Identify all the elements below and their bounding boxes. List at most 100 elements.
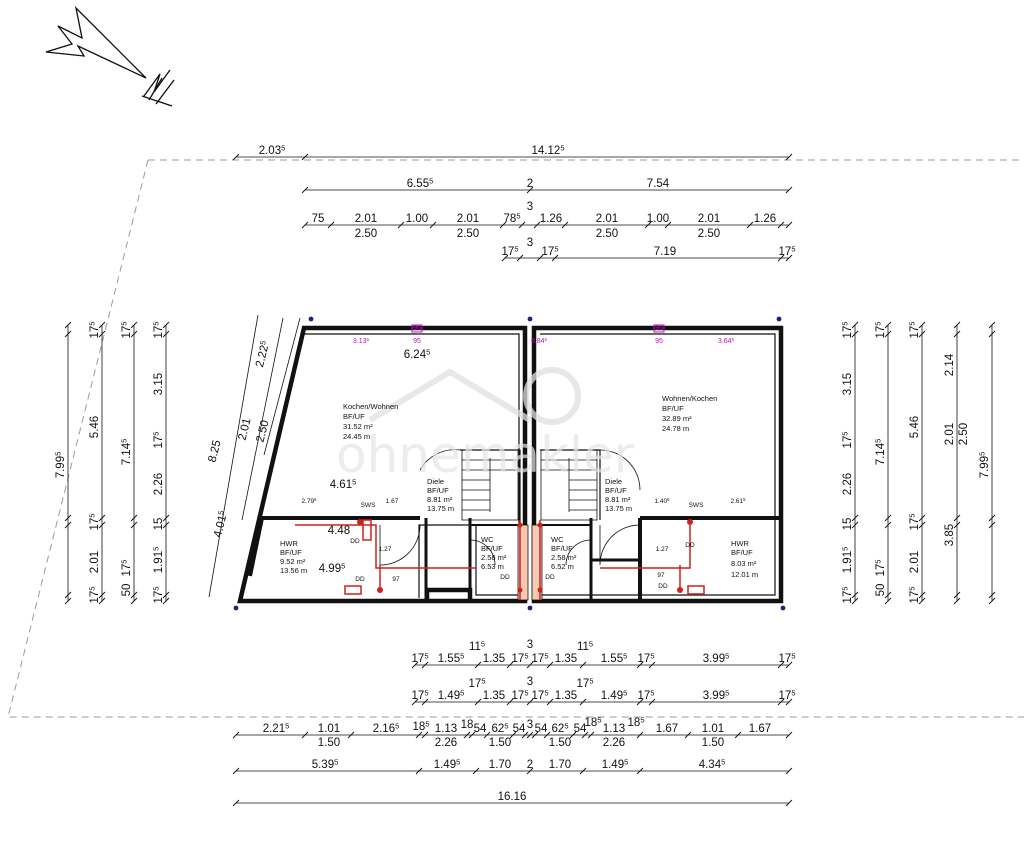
dimension-tick (98, 514, 106, 522)
dimension-tick (636, 731, 644, 739)
dimension-label: 175 (577, 677, 594, 690)
dimension-tick (777, 698, 785, 706)
dimension-tick (526, 767, 534, 775)
dimension-label: 14.125 (532, 144, 565, 157)
dimension-label: 1.495 (602, 758, 629, 771)
dimension-label: 175 (638, 689, 655, 702)
dimension-tick (988, 591, 996, 599)
room-perimeter: 24.78 m (662, 424, 689, 433)
dimension-tick (777, 254, 785, 262)
dimension-label: 185 (585, 716, 602, 729)
dimension-tick (130, 514, 138, 522)
dimension-label: 2.01 (355, 213, 377, 225)
dimension-tick (474, 698, 482, 706)
dimension-tick (953, 321, 961, 329)
door-swings (379, 449, 641, 566)
dimension-tick (785, 698, 793, 706)
dimension-tick (506, 661, 514, 669)
dimension-tick (546, 698, 554, 706)
dimension-label: 2.01 (944, 423, 956, 445)
dimension-label: 175 (412, 652, 429, 665)
dimension-label: 5.46 (89, 416, 101, 438)
dimension-label: 175 (874, 322, 887, 339)
room-name: Diele (605, 477, 622, 486)
dimension-tick (636, 698, 644, 706)
dimension-tick (64, 330, 72, 338)
dimension-label: 185 (413, 720, 430, 733)
dimension-label: 1.26 (540, 213, 562, 225)
room-right-wc: WC BF/UF 2.58 m² 6.52 m (551, 535, 577, 571)
dimension-tick (421, 698, 429, 706)
dimension-tick (785, 221, 793, 229)
dimension-tick (851, 521, 859, 529)
room-bf: BF/UF (731, 548, 753, 557)
dimension-tick (421, 661, 429, 669)
dimension-tick (531, 731, 539, 739)
dimension-tick (130, 591, 138, 599)
dimension-label: 1.01 (702, 723, 724, 735)
dimension-label: 1.35 (555, 653, 577, 665)
room-left-wc: WC BF/UF 2.58 m² 6.53 m (481, 535, 507, 571)
dimension-label: 175 (841, 587, 854, 604)
dimension-label: 175 (908, 587, 921, 604)
room-bf: BF/UF (481, 544, 503, 553)
dimension-label: 2.01 (909, 551, 921, 573)
dimension-label: DD (355, 576, 365, 583)
dimension-tick (415, 767, 423, 775)
dimension-label: DD (685, 542, 695, 549)
dimension-label: 185 (628, 716, 645, 729)
dimension-tick (468, 731, 476, 739)
dimension-label: 175 (88, 514, 101, 531)
dimension-tick (64, 597, 72, 605)
dimension-tick (918, 514, 926, 522)
dimension-tick (644, 221, 652, 229)
room-name: Diele (427, 477, 444, 486)
room-name: Kochen/Wohnen (343, 402, 398, 411)
dimension-label: DD (545, 574, 555, 581)
dimension-tick (130, 597, 138, 605)
dimension-tick (785, 731, 793, 739)
room-name: WC (551, 535, 564, 544)
room-perimeter: 13.75 m (427, 504, 454, 513)
room-name: Wohnen/Kochen (662, 394, 717, 403)
dimension-tick (526, 698, 534, 706)
dimension-label: 1.70 (549, 759, 571, 771)
dimension-tick (64, 591, 72, 599)
dimension-label: 3.645 (718, 337, 735, 345)
room-area: 32.89 m² (662, 414, 692, 423)
dimension-label: 175 (841, 322, 854, 339)
dimension-label: 15 (842, 518, 854, 531)
dimension-tick (501, 254, 509, 262)
dimension-tick (953, 514, 961, 522)
dimension-label: 3 (527, 719, 533, 731)
dimension-label: 1.13 (603, 723, 625, 735)
utility-lines (295, 519, 705, 600)
dimension-label: DD (658, 583, 668, 590)
dimension-tick (884, 597, 892, 605)
dimension-tick (785, 186, 793, 194)
dimension-tick (988, 597, 996, 605)
dimension-tick (918, 597, 926, 605)
dimension-label: 1.67 (749, 723, 771, 735)
dimension-label: 5.46 (909, 416, 921, 438)
dimension-tick (415, 731, 423, 739)
dimension-label: 3.995 (703, 652, 730, 665)
dimension-tick (301, 186, 309, 194)
dimension-label: 2.01 (237, 417, 254, 442)
dimension-label: 4.995 (319, 562, 346, 575)
dimension-tick (777, 661, 785, 669)
dimension-tick (953, 330, 961, 338)
dimension-label: 1.915 (841, 547, 854, 574)
dimension-label: 2.26 (842, 473, 854, 495)
dimension-tick (648, 661, 656, 669)
room-perimeter: 13.75 m (605, 504, 632, 513)
room-bf: BF/UF (662, 404, 684, 413)
room-area: 2.58 m² (551, 553, 577, 562)
dimension-label: 1.35 (483, 653, 505, 665)
dimension-tick (918, 591, 926, 599)
room-perimeter: 6.52 m (551, 562, 574, 571)
dimension-label: 2.165 (373, 722, 400, 735)
dimension-label: 175 (88, 587, 101, 604)
dimension-label: 1.00 (406, 213, 428, 225)
dimension-tick (347, 731, 355, 739)
